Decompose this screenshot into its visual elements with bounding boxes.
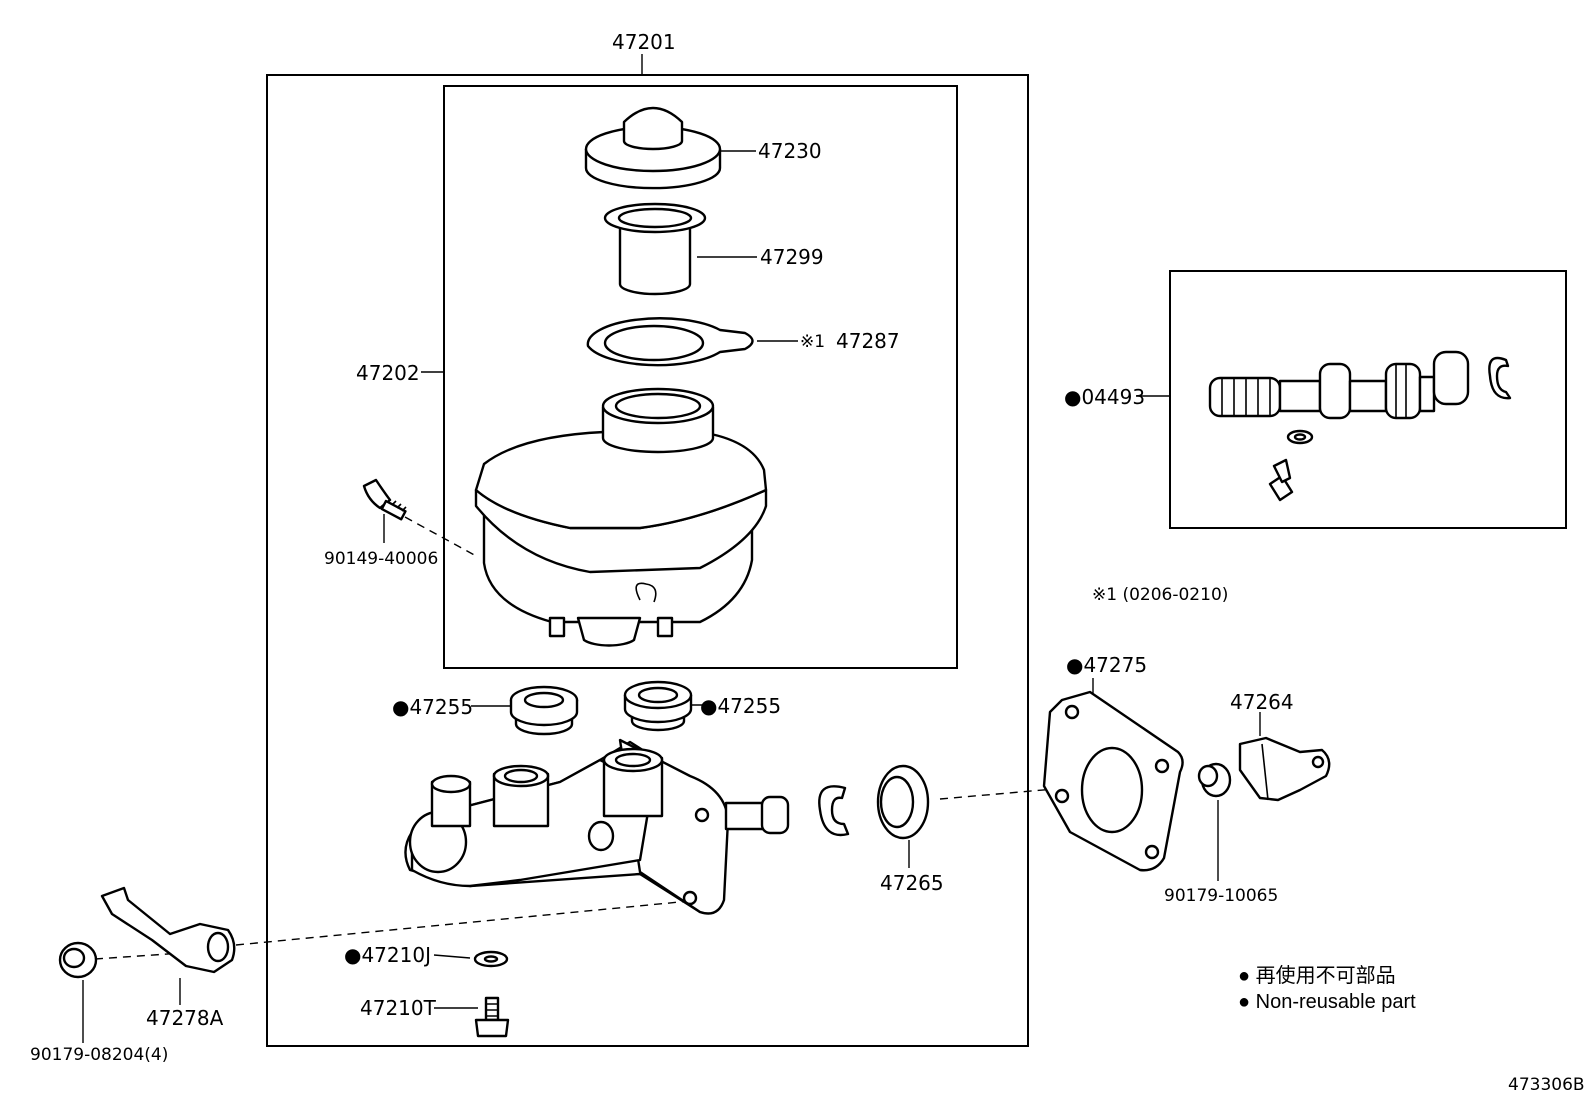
- callout-47275: ●47275: [1066, 653, 1147, 677]
- bracket-47278A: [100, 886, 236, 974]
- assembly-frame-47201: [266, 74, 1029, 1047]
- callout-47265: 47265: [880, 871, 944, 895]
- callout-47201: 47201: [612, 30, 676, 54]
- callout-47255-right: ●47255: [700, 694, 781, 718]
- reservoir-tank-47202: [474, 387, 768, 647]
- grommet-47255-right: [623, 680, 693, 732]
- callout-47210J: ●47210J: [344, 943, 431, 967]
- callout-47230: 47230: [758, 139, 822, 163]
- callout-47202: 47202: [356, 361, 420, 385]
- reservoir-cap-47230: [584, 106, 722, 190]
- callout-04493: ●04493: [1064, 385, 1145, 409]
- reservoir-gasket-47287: [586, 317, 754, 367]
- seal-47265: [876, 764, 930, 840]
- reservoir-strainer-47299: [603, 202, 707, 296]
- callout-labels: 47201 47230 47299 ※1 47287 47202 90149-4…: [30, 30, 1294, 1065]
- reservoir-screw-90149: [362, 478, 407, 521]
- callout-47210T: 47210T: [360, 996, 437, 1020]
- master-cylinder-body: [404, 738, 790, 915]
- repair-kit-04493: [1208, 350, 1512, 502]
- clevis-bracket-47264: [1238, 736, 1331, 802]
- callout-47287-mark: ※1: [800, 332, 825, 352]
- grommet-47255-left: [509, 685, 579, 736]
- bolt-47210T: [474, 996, 510, 1038]
- reservoir-subframe-47202: [443, 85, 958, 669]
- callout-47264: 47264: [1230, 690, 1294, 714]
- figure-id: 473306B: [1508, 1075, 1585, 1095]
- callout-90149-40006: 90149-40006: [324, 549, 438, 569]
- callout-90179-10065: 90179-10065: [1164, 886, 1278, 906]
- gasket-plate-47275: [1042, 690, 1184, 872]
- callout-47287: 47287: [836, 329, 900, 353]
- washer-47210J: [473, 950, 509, 968]
- callout-90179-08204: 90179-08204(4): [30, 1045, 168, 1065]
- snap-ring: [818, 785, 850, 837]
- applicability-note: ※1 (0206-0210): [1092, 585, 1228, 605]
- legend-japanese: ● 再使用不可部品: [1238, 964, 1396, 987]
- callout-47255-left: ●47255: [392, 695, 473, 719]
- repair-kit-frame-04493: [1169, 270, 1567, 529]
- nut-90179-08204: [58, 941, 98, 979]
- legend-english: ● Non-reusable part: [1238, 991, 1416, 1013]
- nut-90179-10065: [1197, 762, 1232, 798]
- callout-47278A: 47278A: [146, 1006, 224, 1030]
- callout-47299: 47299: [760, 245, 824, 269]
